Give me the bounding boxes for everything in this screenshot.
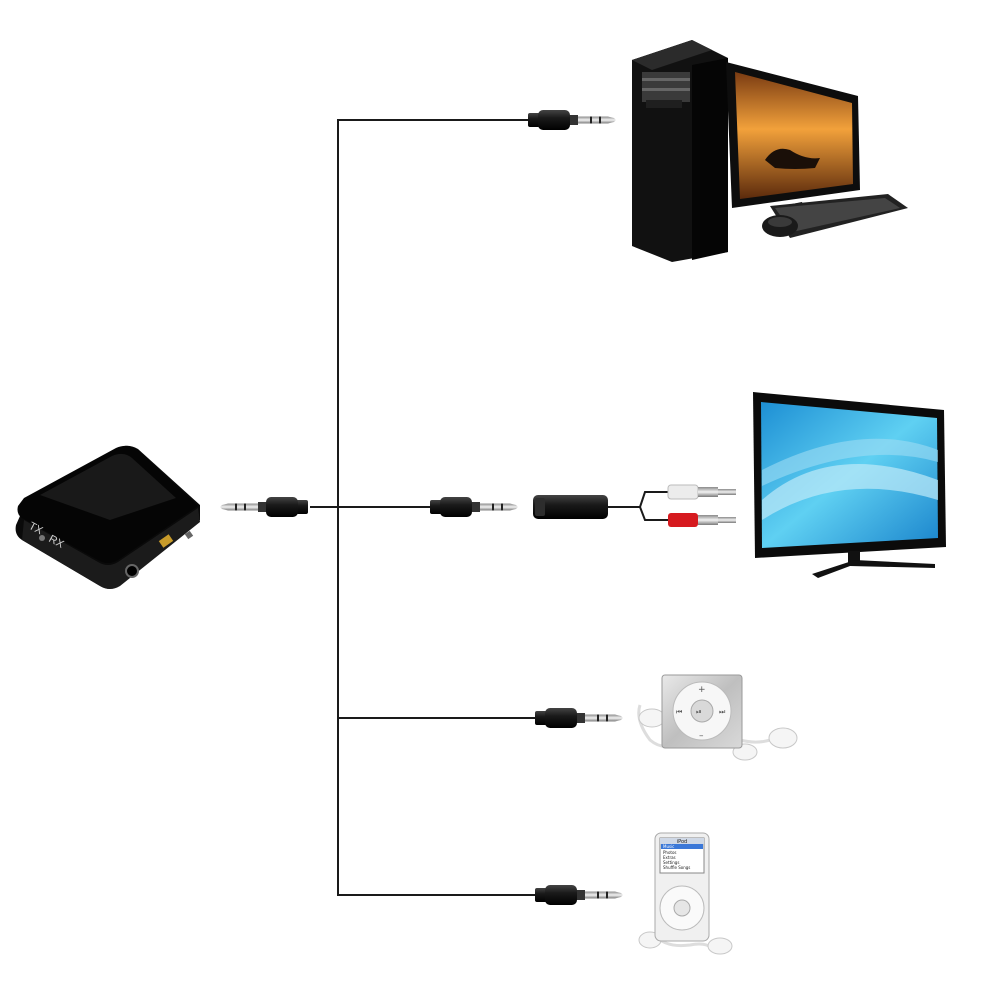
nano-menu-item: Music [663,844,674,849]
shuffle-plus-icon[interactable]: + [698,685,706,695]
bluetooth-transmitter: TX RX [15,445,200,589]
nano-menu-item: Photos [663,850,677,855]
plug-nano-icon [535,885,623,905]
shuffle-prev-icon[interactable]: ⏮ [676,708,682,716]
cable-network [310,119,668,896]
female-jack-icon [533,495,608,519]
nano-menu-title: iPod [677,839,687,845]
tv-stand-icon [812,551,935,578]
ipod-shuffle: + – ⏮ ⏭ ⏯ [637,674,798,761]
cable-bus-vertical [337,119,535,896]
flat-tv [753,392,946,578]
ipod-nano: iPod Music Photos Extras Settings Shuffl… [638,832,733,955]
usb-charging-port-icon [158,534,174,548]
shuffle-next-icon[interactable]: ⏭ [719,708,726,716]
earbud-right-icon [768,727,798,749]
cable-rca-red [639,506,668,521]
mode-switch-icon[interactable] [39,535,45,541]
nano-menu-item: Settings [663,860,679,865]
keyboard-icon [770,194,908,238]
cable-rca-white [639,491,668,508]
plug-transmitter-icon [220,497,308,517]
shuffle-playpause-icon[interactable]: ⏯ [696,708,702,716]
plug-shuffle-icon [535,708,623,728]
rca-adapter [533,495,608,519]
earbud-left-icon [638,708,666,728]
rca-white-plug-icon [667,484,736,500]
audio-jack-port-icon [125,564,139,578]
shuffle-minus-icon[interactable]: – [699,731,704,741]
rca-red-plug-icon [668,513,736,527]
nano-earbud-right-icon [707,937,733,955]
plug-computer-icon [528,110,616,130]
mouse-icon [762,215,798,237]
desktop-computer [632,40,908,262]
power-icon [184,530,194,540]
nano-menu-item: Shuffle Songs [663,865,690,870]
nano-menu-item: Extras [663,855,676,860]
plug-tv-icon [430,497,518,517]
